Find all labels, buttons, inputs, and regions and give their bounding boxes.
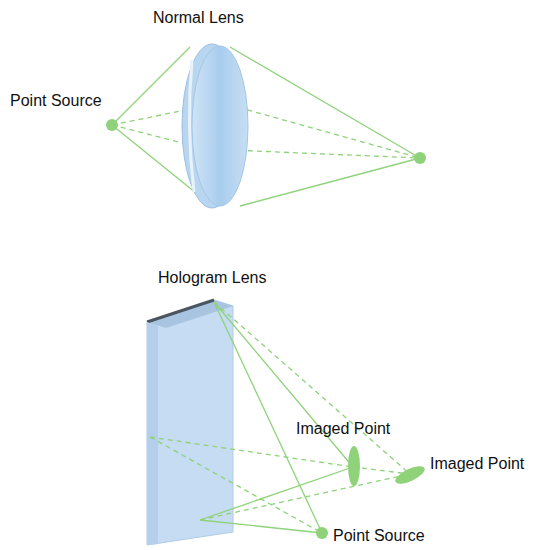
source-label: Point Source — [10, 92, 102, 110]
image-label: Imaged Point — [430, 455, 524, 473]
lens-label: Hologram Lens — [158, 269, 267, 287]
light-rays — [112, 47, 420, 206]
hologram-rays — [150, 302, 410, 533]
image-label: Imaged Point — [296, 420, 390, 438]
normal-lens — [182, 44, 248, 208]
imaged-point-blur — [393, 463, 427, 487]
point-source-dot — [316, 527, 328, 539]
imaged-point-blur — [348, 446, 360, 486]
point-source-dot — [106, 119, 118, 131]
hologram-plate — [147, 300, 233, 545]
source-label: Point Source — [333, 527, 425, 545]
lens-label: Normal Lens — [153, 9, 244, 27]
focus-dot — [414, 152, 426, 164]
